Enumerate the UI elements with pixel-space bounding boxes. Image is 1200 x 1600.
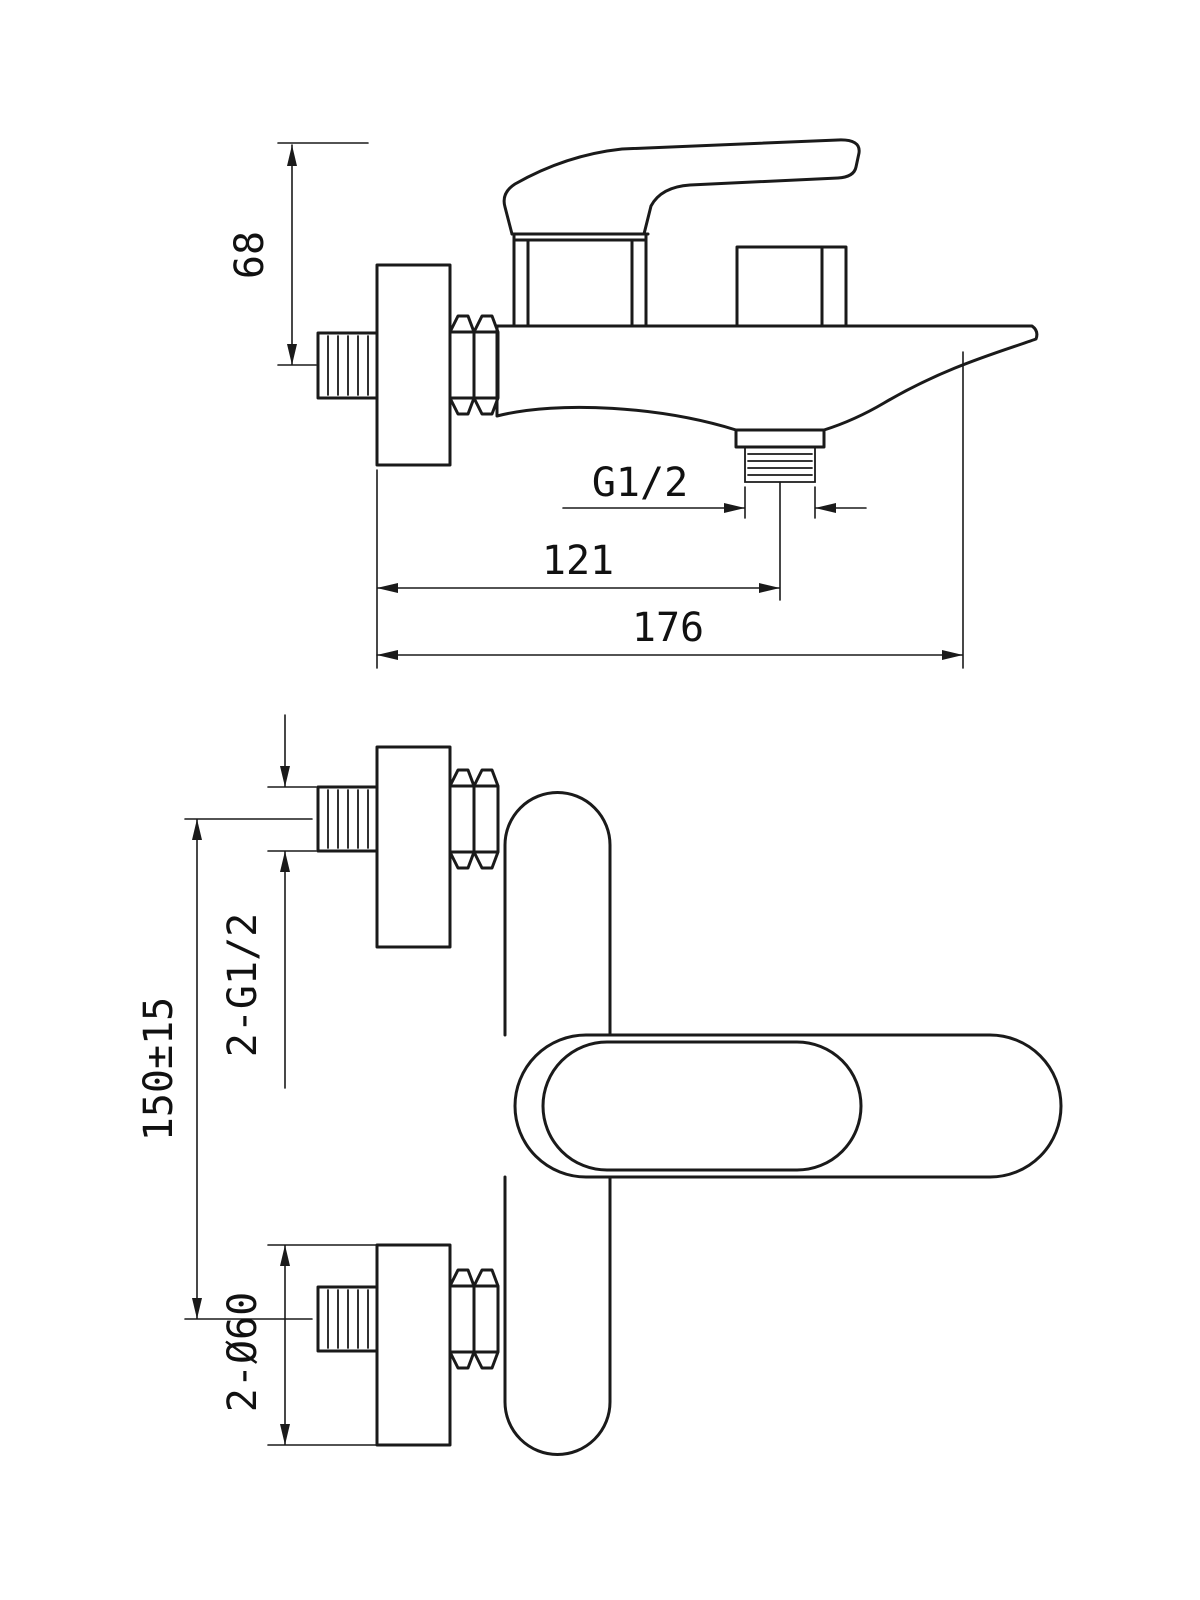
hex-nut-top	[448, 768, 500, 870]
dim-lines-68	[277, 142, 369, 366]
hex-nut-side	[448, 314, 500, 416]
nipple-body	[316, 331, 379, 400]
inlet-nipple-bottom	[316, 1285, 379, 1353]
arrow-up-icon	[192, 819, 202, 840]
nipple-body	[316, 1285, 379, 1353]
cartridge-body	[510, 232, 650, 328]
arrow-up-icon	[280, 851, 290, 872]
wall-flange-side	[375, 263, 452, 467]
arrow-left-icon	[815, 503, 836, 513]
dim-label-2d60: 2-Ø60	[220, 1292, 266, 1412]
handle-outline	[502, 138, 861, 236]
body-outline-front	[503, 791, 612, 1456]
nipple-thread-lines	[327, 789, 369, 849]
arrow-right-icon	[942, 650, 963, 660]
dimension-2d60: 2-Ø60	[220, 1244, 378, 1446]
dimension-176: 176	[376, 351, 964, 669]
outlet-collar	[734, 428, 826, 449]
dimension-g12-outlet: G1/2	[562, 460, 867, 519]
dim-lines-2d60	[267, 1244, 378, 1446]
dimension-150: 150±15	[136, 818, 313, 1320]
arrow-right-icon	[759, 583, 780, 593]
arrow-right-icon	[724, 503, 745, 513]
arrow-down-icon	[280, 1424, 290, 1445]
dimension-68: 68	[227, 142, 369, 366]
front-view: 2-G1/2 150±15 2-Ø60	[136, 714, 1063, 1456]
dim-lines-2g12	[267, 714, 317, 1089]
arrow-down-icon	[192, 1298, 202, 1319]
dimension-121: 121	[376, 469, 781, 669]
handle-inner-front	[541, 1040, 863, 1172]
dim-lines-121	[376, 469, 781, 669]
arrow-down-icon	[287, 344, 297, 365]
arrow-down-icon	[280, 766, 290, 787]
side-view: 68 G1/2 121 176	[227, 138, 1039, 669]
dim-lines-176	[376, 351, 964, 669]
dim-label-176: 176	[632, 605, 704, 651]
nipple-body	[316, 785, 379, 853]
outlet-thread	[744, 446, 816, 483]
dim-label-g12: G1/2	[592, 460, 688, 506]
dim-lines-g12	[562, 486, 867, 519]
hex-nut-bottom	[448, 1268, 500, 1370]
arrow-left-icon	[377, 650, 398, 660]
inlet-nipple-top	[316, 785, 379, 853]
nipple-thread-lines	[327, 1289, 369, 1349]
wall-flange-top	[375, 745, 452, 949]
arrow-left-icon	[377, 583, 398, 593]
arrow-up-icon	[280, 1245, 290, 1266]
dim-lines-150	[184, 818, 313, 1320]
dim-label-2g12: 2-G1/2	[220, 913, 266, 1058]
dimension-2g12: 2-G1/2	[220, 714, 317, 1089]
dim-label-121: 121	[542, 538, 614, 584]
dim-label-68: 68	[227, 231, 273, 279]
wall-flange-bottom	[375, 1243, 452, 1447]
inlet-nipple-side	[316, 331, 379, 400]
diverter-block	[735, 245, 848, 328]
dim-label-150: 150±15	[136, 997, 182, 1142]
handle-outer-front	[513, 1033, 1063, 1179]
spout-outline	[495, 324, 1039, 432]
arrow-up-icon	[287, 145, 297, 166]
nipple-thread-lines	[327, 335, 369, 396]
